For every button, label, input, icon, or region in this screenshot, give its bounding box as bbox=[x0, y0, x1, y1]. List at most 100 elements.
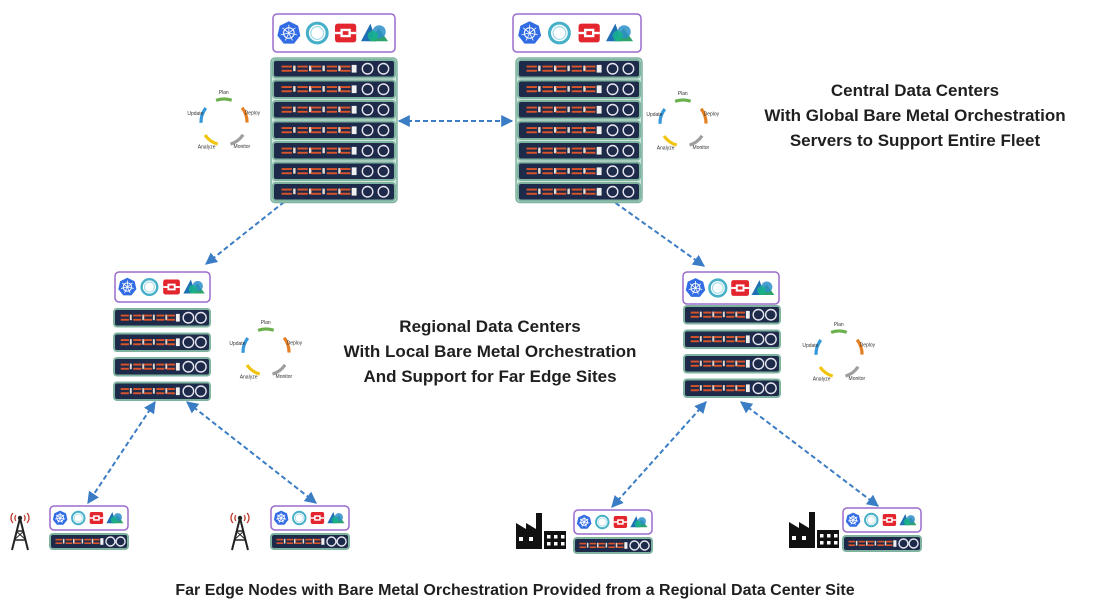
kubernetes-icon bbox=[118, 277, 137, 296]
kubernetes-icon bbox=[685, 278, 706, 297]
lifecycle-step-label: Deploy bbox=[860, 342, 876, 348]
cloud-icon bbox=[361, 23, 389, 42]
lifecycle-arc bbox=[282, 336, 291, 353]
cloud-icon bbox=[327, 512, 345, 524]
server-unit bbox=[573, 537, 653, 554]
central-right-toolbar bbox=[512, 13, 642, 53]
lifecycle-arc bbox=[241, 337, 250, 353]
lifecycle-arc bbox=[203, 133, 219, 146]
lifecycle-step-label: Plan bbox=[834, 322, 844, 328]
central-caption-line-2: With Global Bare Metal Orchestration bbox=[764, 106, 1066, 125]
server-unit bbox=[272, 59, 396, 79]
kubernetes-icon bbox=[518, 21, 542, 44]
server-unit bbox=[272, 141, 396, 161]
sites-layer bbox=[10, 512, 839, 551]
server-unit bbox=[517, 100, 641, 120]
openstack-icon bbox=[310, 512, 325, 524]
openshift-ring-icon bbox=[305, 21, 329, 45]
server-unit bbox=[517, 182, 641, 202]
openshift-ring-icon bbox=[547, 21, 571, 45]
lifecycle-arc bbox=[662, 134, 678, 147]
openstack-icon bbox=[335, 23, 357, 43]
link-regional-left-to-edge-tower-1 bbox=[87, 401, 156, 504]
kubernetes-icon bbox=[277, 21, 301, 44]
central-left-toolbar bbox=[272, 13, 396, 53]
link-regional-right-to-edge-factory-1 bbox=[611, 401, 707, 508]
cloud-icon bbox=[106, 512, 124, 524]
lifecycle-step-label: Monitor bbox=[276, 374, 293, 380]
factory-icon bbox=[516, 513, 566, 549]
edge-node-4-toolbar bbox=[842, 507, 922, 533]
lifecycle-step-label: Deploy bbox=[245, 110, 261, 116]
kubernetes-icon bbox=[845, 512, 861, 527]
server-unit bbox=[517, 59, 641, 79]
server-unit bbox=[683, 378, 781, 398]
far-edge-caption: Far Edge Nodes with Bare Metal Orchestra… bbox=[175, 582, 855, 599]
nodes-layer bbox=[49, 13, 922, 554]
edge-node-2-server bbox=[270, 533, 350, 550]
link-regional-right-to-edge-factory-2 bbox=[740, 401, 879, 507]
lifecycle-arc bbox=[215, 97, 233, 102]
server-unit bbox=[517, 79, 641, 99]
lifecycle-step-label: Plan bbox=[219, 90, 229, 96]
central-data-centers-caption: Central Data Centers With Global Bare Me… bbox=[735, 78, 1095, 153]
server-unit bbox=[272, 100, 396, 120]
lifecycle-arc bbox=[658, 108, 667, 124]
kubernetes-icon bbox=[576, 514, 592, 529]
openshift-ring-icon bbox=[140, 277, 159, 297]
lifecycle-arc bbox=[245, 363, 261, 376]
central-caption-line-3: Servers to Support Entire Fleet bbox=[789, 131, 1041, 150]
lifecycle-step-label: Update bbox=[229, 341, 245, 347]
cloud-icon bbox=[630, 516, 648, 528]
openshift-ring-icon bbox=[71, 510, 86, 526]
lifecycle-step-label: Analyze bbox=[813, 377, 831, 383]
edge-node-3-server bbox=[573, 537, 653, 554]
lifecycle-step-label: Analyze bbox=[198, 145, 216, 151]
factory-icon bbox=[789, 512, 839, 548]
regional-right-server-stack bbox=[683, 305, 781, 398]
lifecycle-arc bbox=[844, 365, 860, 378]
openstack-icon bbox=[731, 280, 750, 296]
regional-right-toolbar bbox=[682, 271, 780, 305]
server-unit bbox=[272, 79, 396, 99]
regional-left-toolbar bbox=[114, 271, 211, 303]
server-unit bbox=[270, 533, 350, 550]
lifecycle-step-label: Monitor bbox=[234, 144, 251, 150]
server-unit bbox=[113, 357, 211, 377]
lifecycle-arc bbox=[271, 363, 287, 376]
central-left-server-stack bbox=[270, 57, 398, 204]
cloud-icon bbox=[899, 514, 917, 526]
openstack-icon bbox=[578, 23, 600, 43]
lifecycle-step-label: Update bbox=[802, 343, 818, 349]
link-central-right-to-regional-right bbox=[595, 188, 705, 267]
regional-left-server-stack bbox=[113, 308, 211, 401]
lifecycle-arc bbox=[830, 329, 848, 334]
lifecycle-step-label: Analyze bbox=[657, 146, 675, 152]
central-caption-line-1: Central Data Centers bbox=[830, 81, 1000, 100]
kubernetes-icon bbox=[52, 510, 68, 525]
lifecycle-arc bbox=[699, 107, 708, 124]
edge-node-2-toolbar bbox=[270, 505, 350, 531]
lifecycle-step-label: Update bbox=[646, 112, 662, 118]
openshift-ring-icon bbox=[292, 510, 307, 526]
edge-node-4-server bbox=[842, 535, 922, 552]
server-unit bbox=[517, 161, 641, 181]
lifecycle-arc bbox=[818, 365, 834, 378]
edge-node-3-toolbar bbox=[573, 509, 653, 535]
edge-node-1-toolbar bbox=[49, 505, 129, 531]
cell-tower-icon bbox=[230, 512, 250, 551]
openstack-icon bbox=[89, 512, 104, 524]
lifecycle-arc bbox=[855, 338, 864, 355]
server-unit bbox=[49, 533, 129, 550]
lifecycle-step-label: Plan bbox=[678, 91, 688, 97]
lifecycle-step-label: Monitor bbox=[849, 376, 866, 382]
regional-caption-line-1: Regional Data Centers bbox=[399, 317, 581, 336]
lifecycle-step-label: Deploy bbox=[704, 111, 720, 117]
lifecycle-arc bbox=[674, 98, 692, 103]
server-unit bbox=[842, 535, 922, 552]
server-unit bbox=[517, 141, 641, 161]
